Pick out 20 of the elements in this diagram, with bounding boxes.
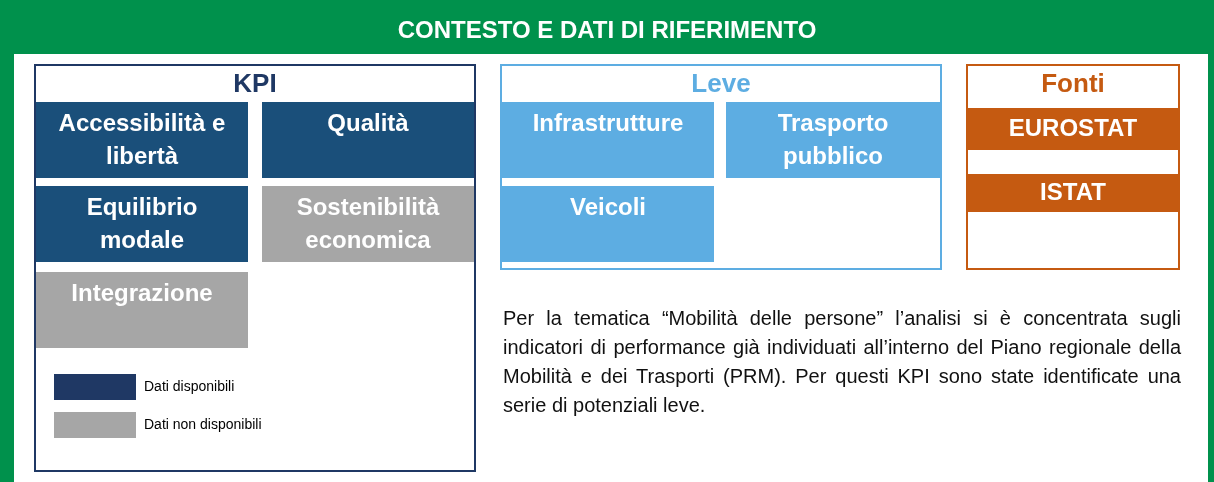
indicator-tile: Qualità xyxy=(262,102,474,178)
indicator-tile: Trasporto pubblico xyxy=(726,102,940,178)
legend-label: Dati non disponibili xyxy=(144,416,262,432)
panel-heading: KPI xyxy=(232,68,278,99)
indicator-tile: Accessibilità e libertà xyxy=(36,102,248,178)
section-title: CONTESTO E DATI DI RIFERIMENTO xyxy=(396,16,818,44)
source-band: ISTAT xyxy=(968,174,1178,212)
levers-panel xyxy=(500,64,942,270)
indicator-tile: Equilibrio modale xyxy=(36,186,248,262)
panel-heading: Fonti xyxy=(1040,68,1106,99)
source-band: EUROSTAT xyxy=(968,108,1178,150)
indicator-tile: Integrazione xyxy=(36,272,248,348)
kpi-panel xyxy=(34,64,476,472)
indicator-tile: Sostenibilità economica xyxy=(262,186,474,262)
description-paragraph: Per la tematica “Mobilità delle persone” l’analisi si è concentrata sugli indicatori di performance già individuati all’interno del Piano regionale della Mobilità e dei Trasporti (PRM). Per questi KPI sono state identificate una serie di potenziali leve. xyxy=(503,306,1181,418)
sources-panel xyxy=(966,64,1180,270)
panel-heading: Leve xyxy=(690,68,752,99)
indicator-tile: Veicoli xyxy=(502,186,714,262)
legend-label: Dati disponibili xyxy=(144,378,235,394)
indicator-tile: Infrastrutture xyxy=(502,102,714,178)
